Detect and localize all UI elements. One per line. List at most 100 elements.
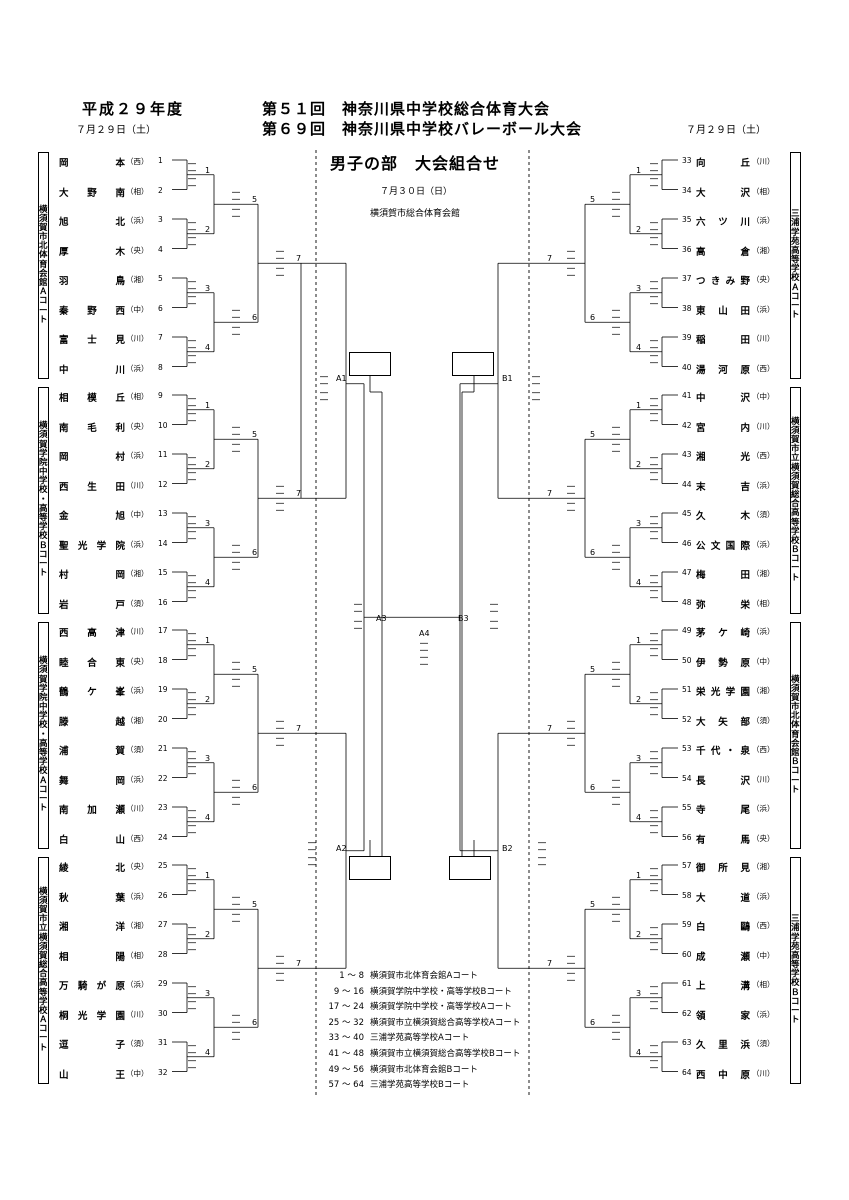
team-name: 旭北 — [59, 217, 125, 228]
match-number: 2 — [636, 224, 642, 234]
match-number: 3 — [205, 283, 211, 293]
team-prefecture: （浜） — [752, 216, 775, 225]
team-number: 2 — [158, 185, 163, 195]
team-number: 35 — [682, 215, 692, 224]
match-number: 6 — [252, 548, 258, 558]
team-number: 63 — [682, 1038, 692, 1047]
tournament-title-2: 第６９回 神奈川県中学校バレーボール大会 — [262, 120, 583, 138]
match-number: 4 — [636, 812, 642, 822]
team-prefecture: （浜） — [126, 363, 149, 373]
team-name: 久里浜 — [696, 1040, 750, 1051]
match-number: 5 — [252, 900, 258, 910]
team-name: 六ツ川 — [696, 217, 750, 228]
team-name: 上溝 — [696, 981, 750, 992]
team-name: 相模丘 — [59, 393, 125, 404]
team-prefecture: （須） — [126, 1039, 149, 1048]
final-label: A4 — [419, 629, 430, 639]
match-number: 4 — [205, 1047, 211, 1057]
team-number: 10 — [158, 420, 168, 430]
team-number: 59 — [682, 920, 692, 929]
team-name: 岡本 — [59, 158, 125, 169]
team-name: 富士見 — [59, 335, 125, 346]
match-number: 6 — [252, 1018, 258, 1028]
team-prefecture: （湘） — [752, 245, 775, 255]
team-prefecture: （浜） — [126, 216, 149, 225]
team-name: 舞岡 — [59, 775, 125, 787]
team-prefecture: （湘） — [752, 569, 775, 578]
team-number: 42 — [682, 420, 692, 430]
team-name: 逗子 — [59, 1040, 125, 1051]
winner-box-a2 — [349, 856, 391, 880]
legend-range: 9 ～ 16 — [333, 986, 364, 997]
match-number: 4 — [205, 342, 211, 352]
match-number: 5 — [252, 665, 258, 675]
team-number: 12 — [158, 479, 168, 489]
team-prefecture: （浜） — [126, 539, 149, 549]
match-number: 1 — [636, 635, 642, 645]
team-name: 睦合東 — [59, 657, 125, 669]
team-prefecture: （浜） — [126, 686, 149, 695]
team-number: 5 — [158, 274, 163, 283]
team-prefecture: （須） — [126, 598, 149, 608]
team-prefecture: （川） — [126, 480, 149, 490]
team-name: 有馬 — [696, 834, 750, 846]
team-prefecture: （川） — [126, 804, 149, 813]
match-number: 1 — [636, 400, 642, 410]
legend-range: 57 ～ 64 — [328, 1080, 364, 1091]
team-prefecture: （川） — [752, 774, 775, 784]
team-name: 東山田 — [696, 305, 750, 317]
team-number: 34 — [682, 185, 692, 195]
team-name: 湘光 — [696, 452, 750, 463]
team-prefecture: （央） — [126, 245, 149, 255]
team-prefecture: （央） — [752, 275, 775, 284]
team-prefecture: （中） — [752, 392, 775, 401]
tournament-title-1: 第５１回 神奈川県中学校総合体育大会 — [262, 100, 551, 118]
page-title: 男子の部 大会組合せ — [330, 154, 501, 173]
match-number: 2 — [636, 694, 642, 704]
team-name: 御所見 — [696, 863, 750, 874]
team-number: 8 — [158, 362, 163, 372]
team-name: 大野南 — [59, 187, 125, 199]
team-prefecture: （西） — [126, 833, 149, 843]
team-name: 岩戸 — [59, 599, 125, 611]
team-prefecture: （浜） — [126, 980, 149, 989]
team-number: 51 — [682, 685, 692, 694]
team-name: 稲田 — [696, 335, 750, 346]
team-name: 成瀬 — [696, 951, 750, 963]
team-prefecture: （相） — [126, 950, 149, 960]
team-name: 桐光学園 — [59, 1010, 125, 1022]
team-name: 弥栄 — [696, 599, 750, 611]
fiscal-year: 平成２９年度 — [82, 100, 185, 118]
legend-range: 17 ～ 24 — [328, 1002, 364, 1013]
team-name: 大矢部 — [696, 716, 750, 728]
team-name: 西高津 — [59, 628, 125, 639]
team-prefecture: （相） — [752, 598, 775, 608]
team-number: 3 — [158, 215, 163, 224]
date-left: ７月２９日（土） — [76, 125, 156, 136]
team-number: 11 — [158, 450, 168, 459]
team-name: 厚木 — [59, 246, 125, 258]
team-name: 久木 — [696, 511, 750, 522]
match-number: 1 — [205, 870, 211, 880]
team-prefecture: （浜） — [752, 304, 775, 314]
team-number: 13 — [158, 509, 168, 518]
match-number: 5 — [252, 430, 258, 440]
team-prefecture: （湘） — [126, 275, 149, 284]
match-number: 7 — [547, 959, 553, 969]
team-number: 40 — [682, 362, 692, 372]
team-number: 28 — [158, 949, 168, 959]
team-number: 39 — [682, 333, 692, 342]
final-label: A2 — [336, 843, 347, 853]
match-number: 2 — [636, 929, 642, 939]
team-prefecture: （相） — [752, 980, 775, 989]
match-number: 2 — [205, 694, 211, 704]
team-name: 南加瀬 — [59, 805, 125, 816]
match-number: 2 — [205, 224, 211, 234]
team-prefecture: （西） — [752, 745, 775, 754]
team-number: 62 — [682, 1008, 692, 1018]
match-number: 3 — [636, 988, 642, 998]
